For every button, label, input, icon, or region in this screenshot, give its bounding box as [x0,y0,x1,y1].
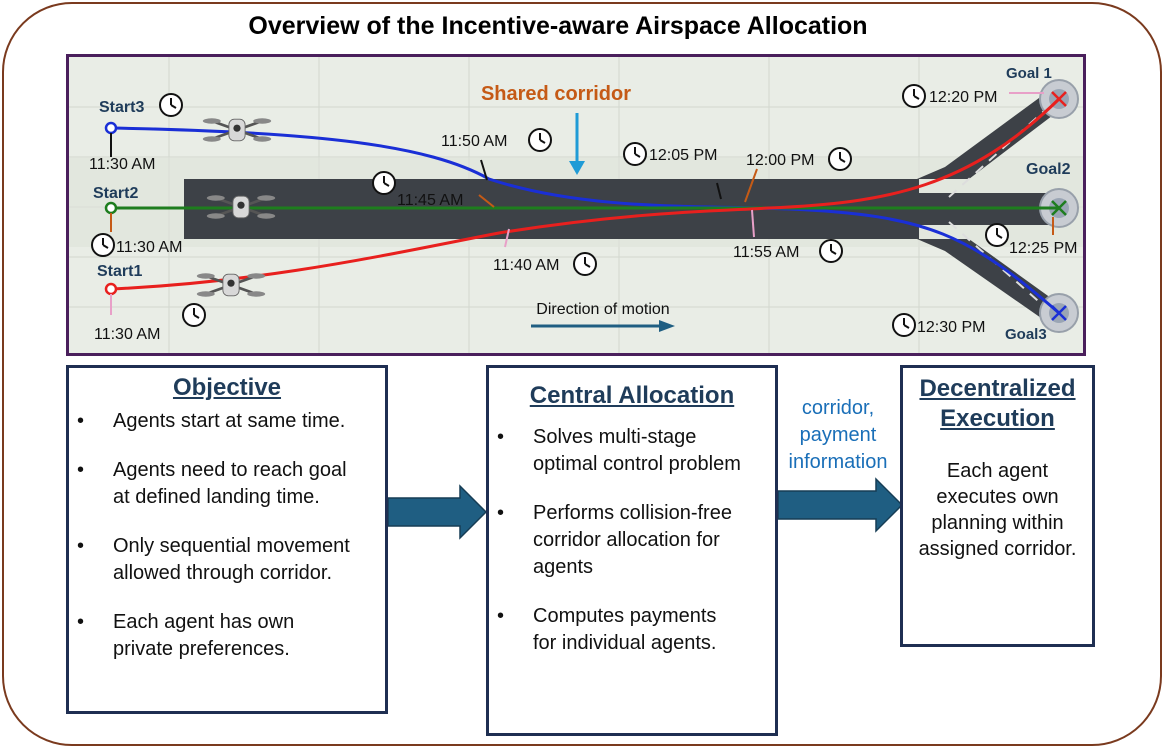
time-goal3: 12:30 PM [917,319,985,336]
time-1155: 11:55 AM [733,244,799,261]
trajectory-agent3 [110,126,1060,315]
goal3-label: Goal3 [1005,326,1047,343]
time-goal1: 12:20 PM [929,89,997,106]
goal1-label: Goal 1 [1006,65,1052,82]
clock-icon [528,128,552,152]
start1-label: Start1 [97,263,142,280]
airspace-scene: Shared corridor Direction of motion Star… [66,54,1086,356]
clock-icon [182,303,206,327]
start3-label: Start3 [99,99,144,116]
objective-box: Objective Agents start at same time. Age… [66,365,388,714]
time-start3: 11:30 AM [89,156,155,173]
clock-icon [828,147,852,171]
time-1140: 11:40 AM [493,257,559,274]
start2-label: Start2 [93,185,138,202]
clock-icon [819,239,843,263]
clock-icon [902,84,926,108]
time-1150: 11:50 AM [441,133,507,150]
main-title: Overview of the Incentive-aware Airspace… [248,12,868,40]
central-allocation-box: Central Allocation Solves multi-stageopt… [486,365,778,736]
shared-corridor-label: Shared corridor [481,83,631,105]
scene-svg: Shared corridor Direction of motion Star… [69,57,1083,353]
clock-icon [892,313,916,337]
central-title: Central Allocation [529,382,735,409]
time-start1: 11:30 AM [94,326,160,343]
clock-icon [159,93,183,117]
clock-icon [985,223,1009,247]
goal-crosses [1051,91,1067,321]
clock-icon [372,171,396,195]
time-1205: 12:05 PM [649,147,717,164]
time-1200: 12:00 PM [746,152,814,169]
objective-title: Objective [172,374,282,401]
clock-icon [91,233,115,257]
trajectory-agent1 [110,97,1061,291]
objective-item: Agents start at same time. [69,408,385,435]
flow-arrow-1 [388,484,488,540]
drone-agent1-icon [195,271,267,299]
flow-arrow-2 [778,477,904,533]
direction-label: Direction of motion [536,301,669,318]
objective-list: Agents start at same time. Agents need t… [69,408,385,663]
time-1145: 11:45 AM [397,192,463,209]
time-start2: 11:30 AM [116,239,182,256]
outer-frame [2,2,1162,746]
goal2-label: Goal2 [1026,161,1071,178]
clock-icon [623,142,647,166]
start-markers [104,121,118,315]
time-goal2: 12:25 PM [1009,240,1077,257]
clock-icon [573,252,597,276]
